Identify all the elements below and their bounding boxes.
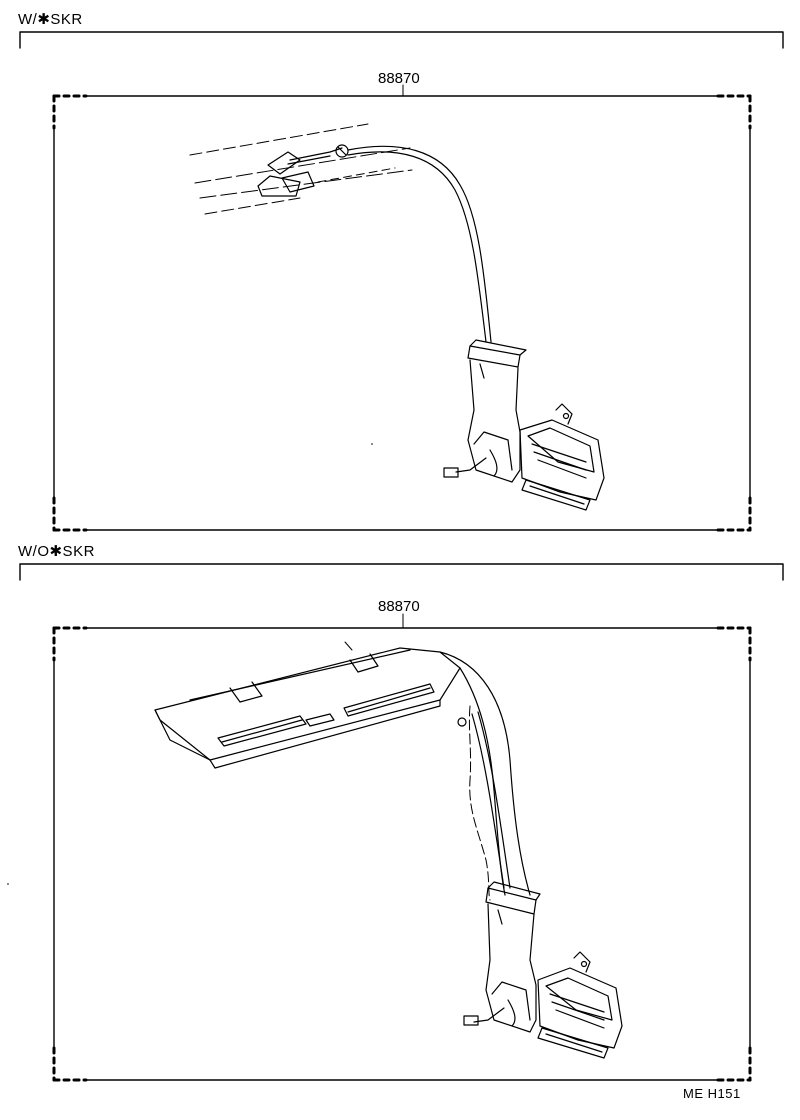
assembly-frame-bottom xyxy=(52,613,752,1082)
overhead-console xyxy=(154,641,623,1059)
part-number-callout-top: 88870 xyxy=(378,70,420,87)
figure-code: ME H151 xyxy=(683,1086,741,1101)
part-number-callout-bottom: 88870 xyxy=(378,598,420,615)
variant-label-with-skr: W/✱SKR xyxy=(18,11,83,28)
roof-panel-outline xyxy=(189,123,413,215)
wire-harness-top xyxy=(257,144,605,511)
section-bracket-top xyxy=(19,31,784,49)
section-bracket-bottom xyxy=(19,563,784,581)
variant-label-without-skr: W/O✱SKR xyxy=(18,543,95,560)
assembly-frame-top xyxy=(52,84,752,532)
